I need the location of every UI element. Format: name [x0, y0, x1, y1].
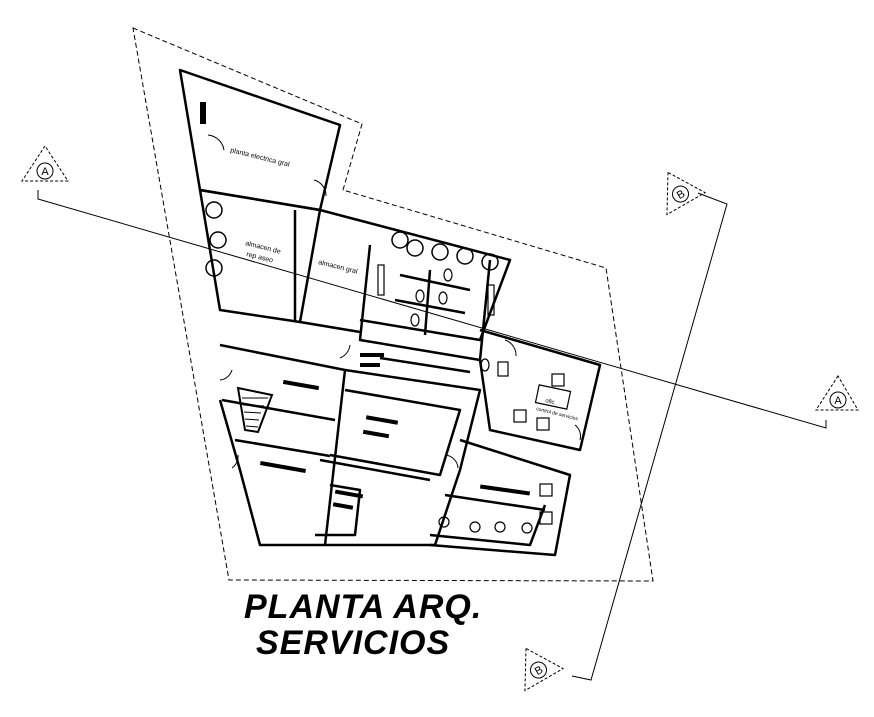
tree-icon [391, 231, 409, 249]
chair [513, 409, 527, 423]
desk [534, 384, 572, 410]
section-marker-a-right: A [815, 375, 859, 411]
chair [551, 373, 565, 387]
room-label-oficina-2: control de servicios [536, 406, 579, 422]
building-walls [178, 68, 602, 557]
section-marker-b-top: B [666, 171, 707, 216]
toilet-icon [415, 289, 425, 303]
room-label-planta-electrica: planta electrica gral [230, 147, 291, 169]
tree-icon [205, 201, 223, 219]
toilet-icon [438, 291, 448, 305]
room-label-almacen-2: almacen gral [318, 259, 359, 276]
tree-icons [205, 201, 499, 277]
chair [469, 521, 481, 533]
toilet-icon [443, 268, 453, 282]
toilet-icon [480, 358, 490, 372]
tree-icon [209, 231, 227, 249]
tree-icon [431, 243, 449, 261]
section-marker-a-label: A [834, 395, 842, 407]
chair [539, 483, 553, 497]
room-label-marks [200, 102, 531, 510]
section-line-a [37, 190, 827, 429]
section-marker-b-bottom: B [524, 647, 565, 692]
site-boundary [132, 27, 654, 582]
tree-icon [481, 253, 499, 271]
furniture [438, 373, 572, 534]
chair [521, 522, 533, 534]
hatched-wall [236, 386, 274, 434]
door-swings [207, 134, 581, 469]
drawing-title-line-1: PLANTA ARQ. [244, 588, 483, 626]
tree-icon [205, 259, 223, 277]
room-label-oficina: ofic. [545, 398, 557, 407]
chair [539, 511, 553, 525]
section-marker-a-label: A [41, 166, 49, 178]
tree-icon [406, 239, 424, 257]
tree-icon [456, 247, 474, 265]
toilet-icon [410, 313, 420, 327]
chair [494, 521, 506, 533]
section-line-b [571, 192, 728, 681]
chair [438, 516, 450, 528]
sanitary-fixtures [377, 264, 509, 377]
chair [536, 417, 550, 431]
section-marker-a-left: A [21, 145, 69, 182]
drawing-title-line-2: SERVICIOS [256, 624, 451, 662]
